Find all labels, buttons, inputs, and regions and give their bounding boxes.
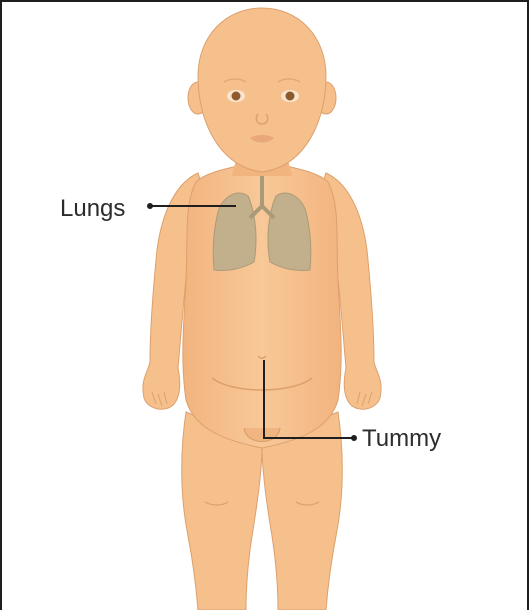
right-pupil [286, 92, 295, 101]
lungs-label: Lungs [60, 195, 125, 222]
tummy-label: Tummy [362, 425, 441, 452]
tummy-leader-dot [351, 435, 357, 441]
lungs-leader-dot [147, 203, 153, 209]
head [198, 8, 326, 172]
left-pupil [232, 92, 241, 101]
